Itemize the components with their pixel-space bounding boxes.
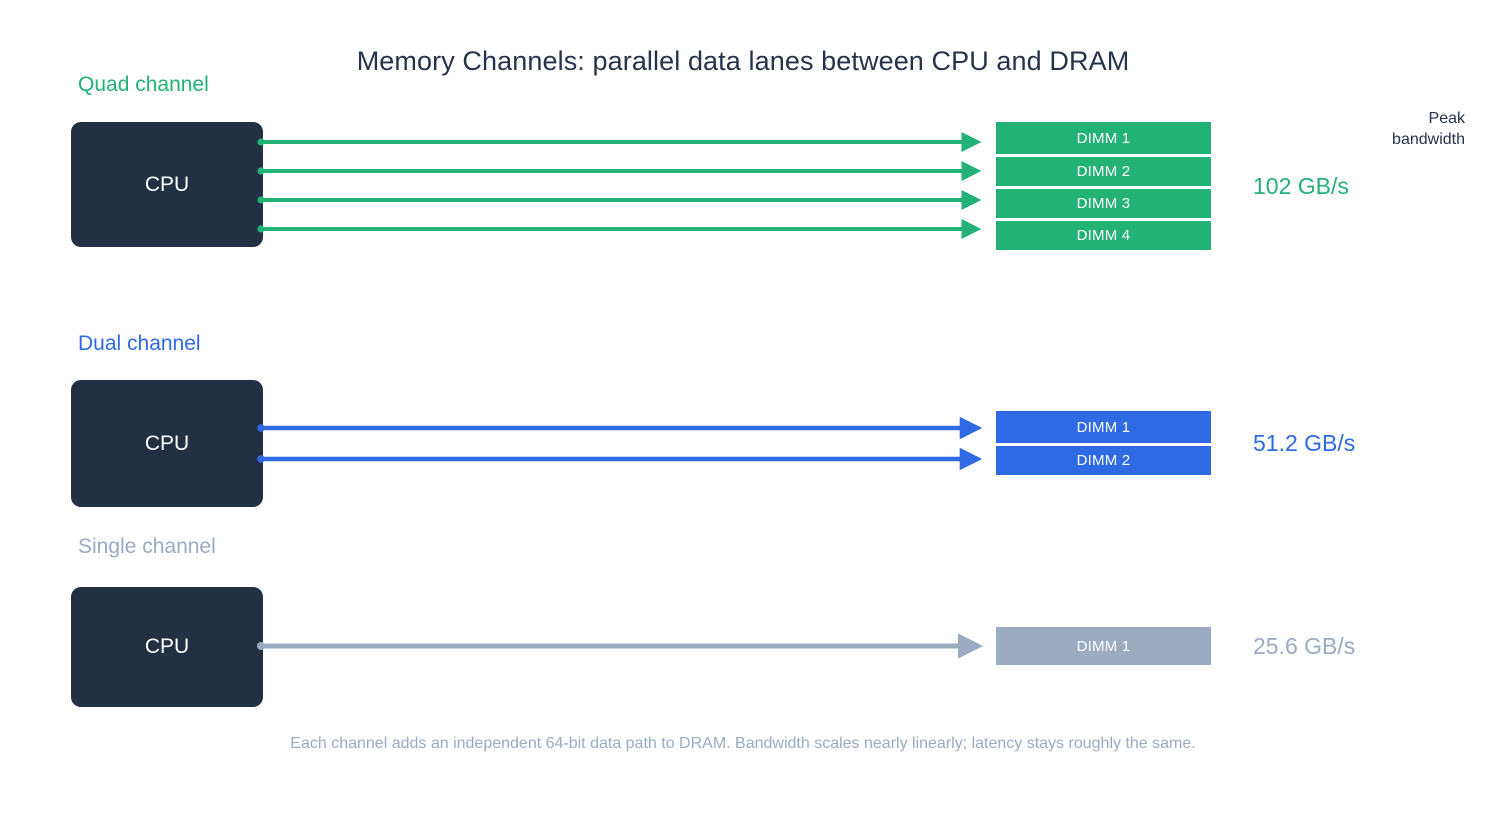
section-label-dual-channel: Dual channel — [78, 332, 201, 355]
cpu-block-single: CPU — [71, 587, 263, 707]
dimm-module: DIMM 4 — [996, 218, 1211, 250]
section-label-quad-channel: Quad channel — [78, 73, 209, 96]
dimm-module: DIMM 1 — [996, 122, 1211, 154]
dimm-module: DIMM 1 — [996, 411, 1211, 443]
channel-lane-group-quad — [257, 132, 982, 239]
peak-bandwidth-caption-line1: Peak — [1428, 110, 1465, 127]
bandwidth-value-single: 25.6 GB/s — [1253, 633, 1356, 659]
cpu-block-quad: CPU — [71, 122, 263, 247]
dimm-stack-dual: DIMM 1 DIMM 2 — [996, 411, 1211, 475]
page-title: Memory Channels: parallel data lanes bet… — [356, 46, 1130, 76]
section-label-single-channel: Single channel — [78, 535, 216, 558]
dimm-stack-single: DIMM 1 — [996, 627, 1211, 665]
bandwidth-value-quad: 102 GB/s — [1253, 173, 1349, 199]
dimm-stack-quad: DIMM 1 DIMM 2 DIMM 3 DIMM 4 — [996, 122, 1211, 250]
peak-bandwidth-caption-line2: bandwidth — [1392, 131, 1465, 148]
dimm-module: DIMM 3 — [996, 186, 1211, 218]
channel-lane-group-dual — [257, 416, 983, 471]
cpu-block-dual: CPU — [71, 380, 263, 507]
footnote-caption: Each channel adds an independent 64-bit … — [290, 735, 1196, 752]
peak-bandwidth-caption: Peak bandwidth — [1243, 108, 1465, 150]
dimm-module: DIMM 2 — [996, 443, 1211, 475]
cpu-label: CPU — [144, 172, 190, 196]
dimm-module: DIMM 2 — [996, 154, 1211, 186]
channel-lane-group-single — [257, 633, 983, 659]
cpu-label: CPU — [144, 635, 190, 658]
bandwidth-value-dual: 51.2 GB/s — [1253, 430, 1356, 456]
dimm-module: DIMM 1 — [996, 627, 1211, 665]
cpu-label: CPU — [144, 431, 190, 455]
